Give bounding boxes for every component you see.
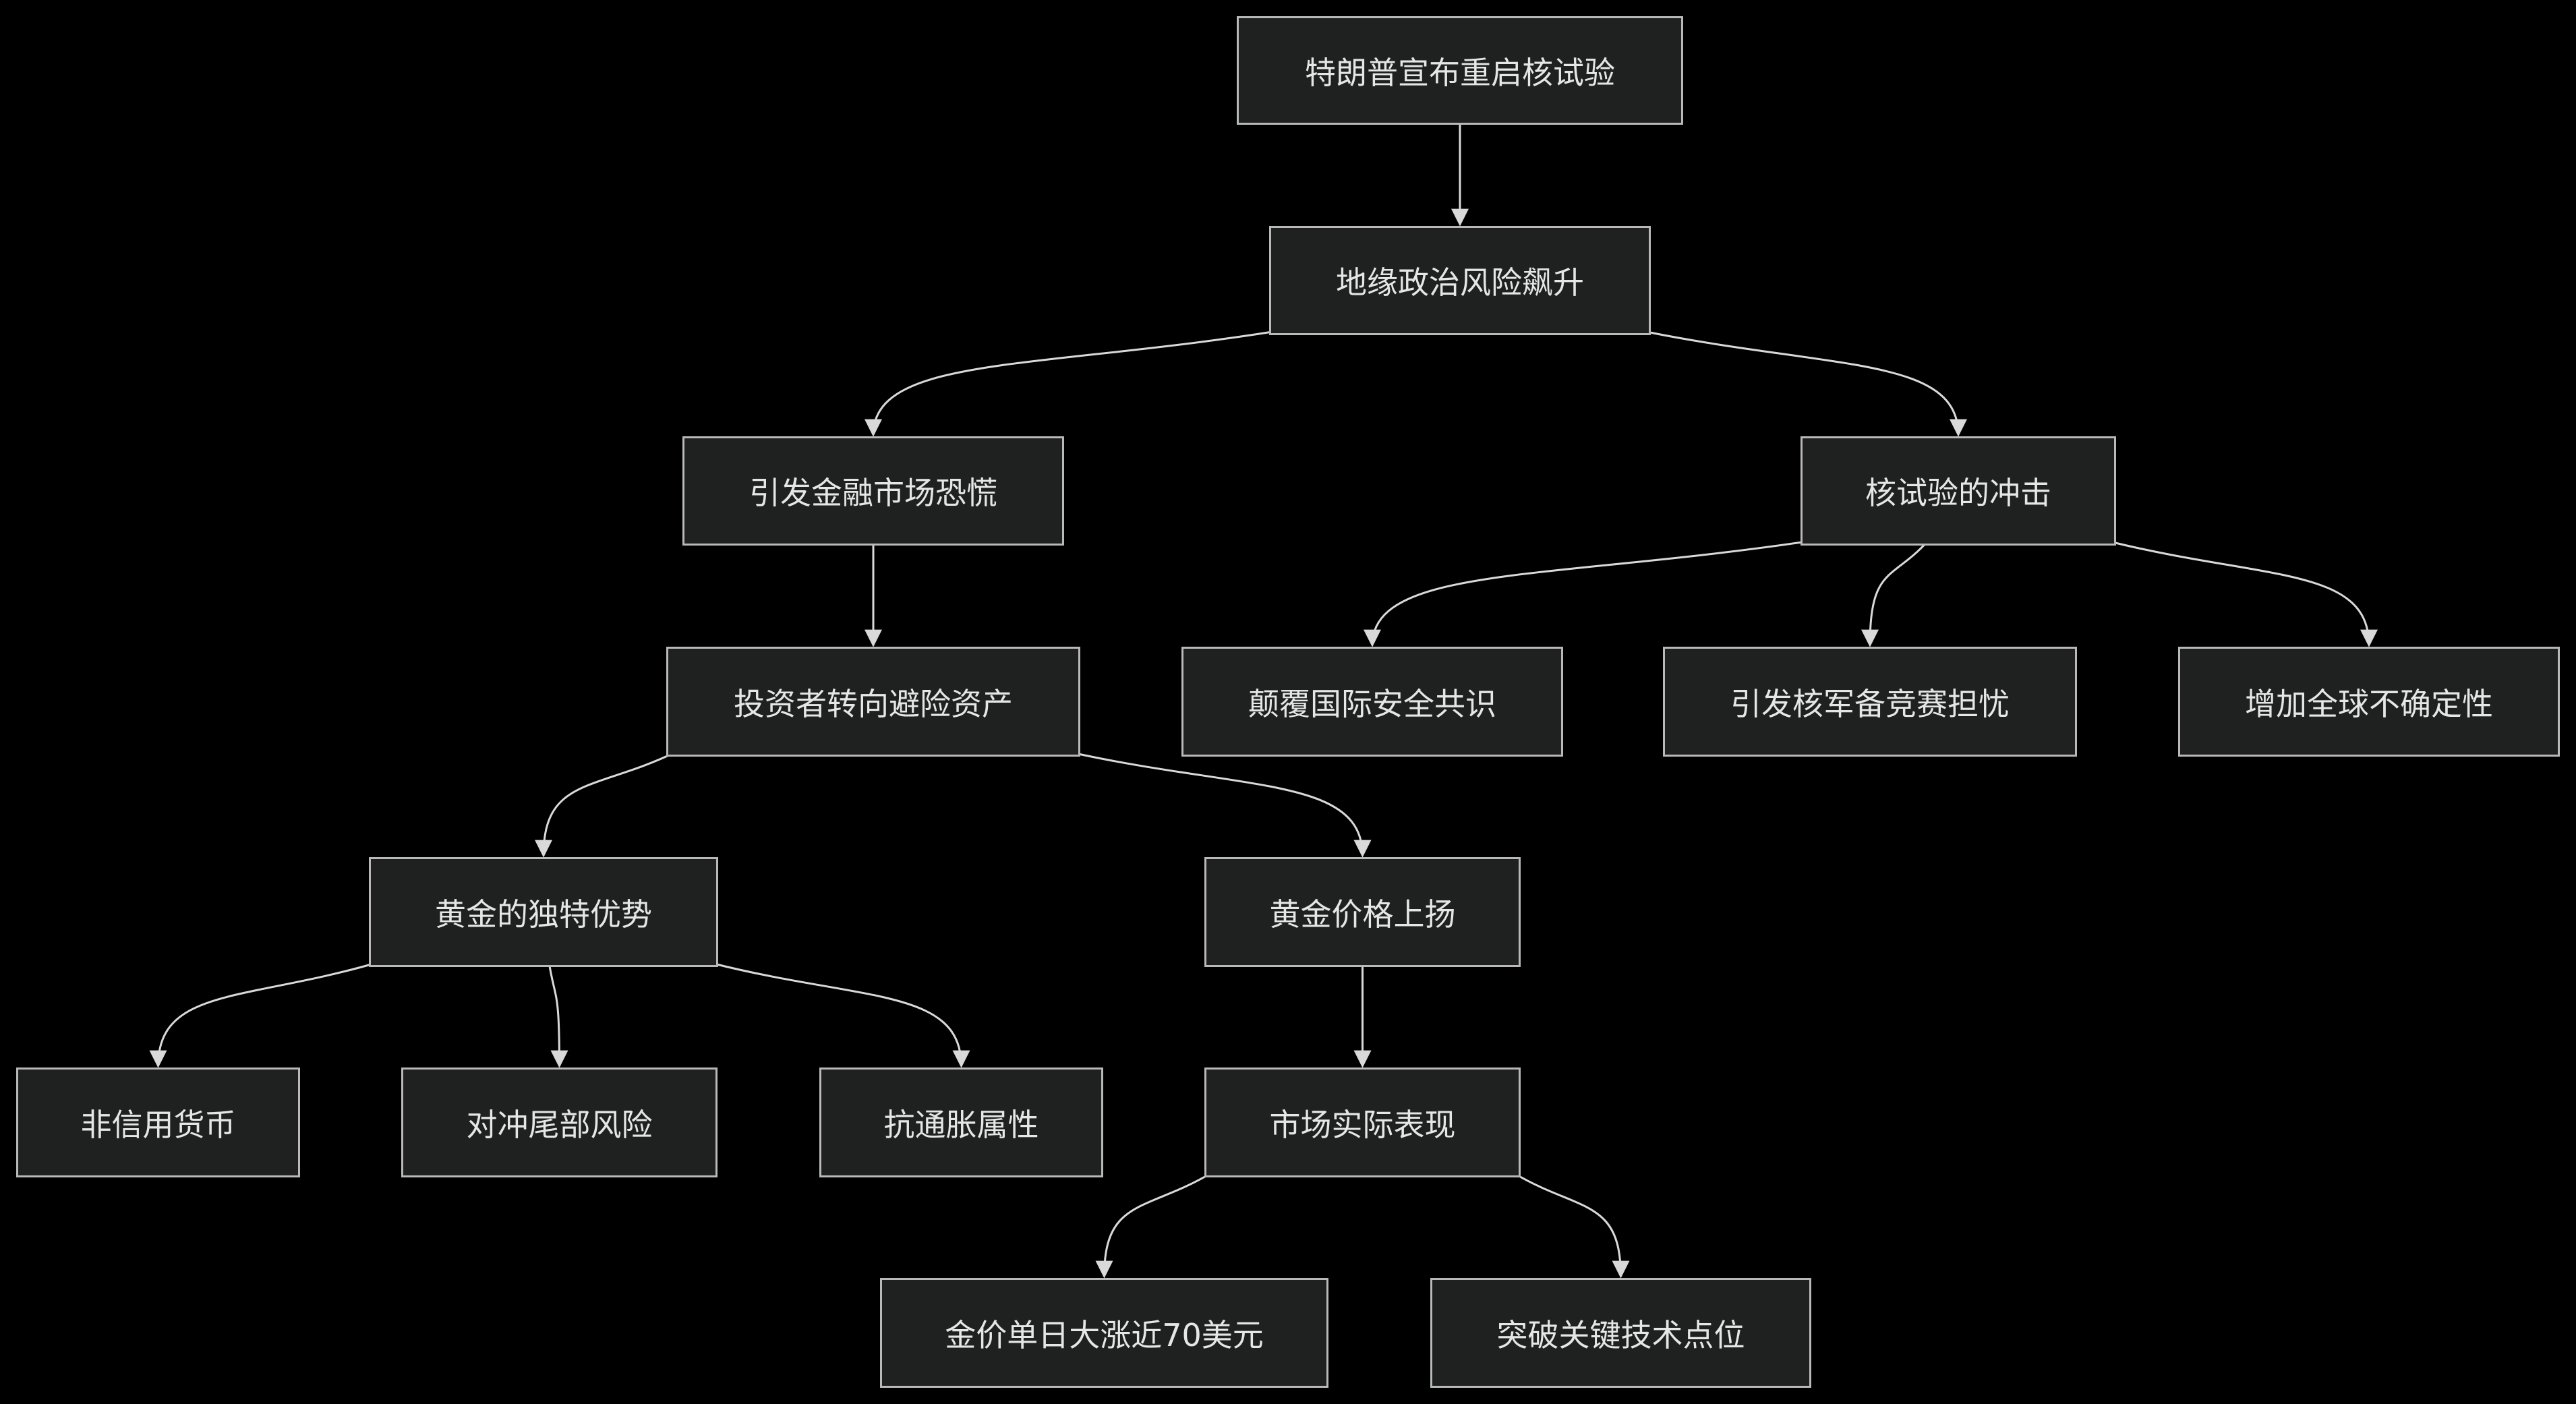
edge-n5-to-n10	[1072, 751, 1372, 858]
node-gold-daily-rise: 金价单日大涨近70美元	[880, 1278, 1328, 1388]
node-gold-unique-advantages: 黄金的独特优势	[369, 857, 718, 967]
node-gold-price-rises: 黄金价格上扬	[1204, 857, 1521, 967]
node-nuclear-arms-race-fears: 引发核军备竞赛担忧	[1663, 647, 2077, 757]
edge-n9-to-n11	[149, 962, 376, 1068]
node-market-performance: 市场实际表现	[1204, 1067, 1521, 1177]
node-geopolitical-risk-soars: 地缘政治风险飙升	[1269, 226, 1651, 335]
node-overturn-security-consensus: 颠覆国际安全共识	[1181, 647, 1563, 757]
node-trump-announces-nuclear-test: 特朗普宣布重启核试验	[1237, 16, 1683, 125]
edge-n9-to-n13	[711, 962, 970, 1068]
edge-n5-to-n9	[535, 751, 675, 858]
node-break-key-level: 突破关键技术点位	[1430, 1278, 1811, 1388]
node-nuclear-test-impact: 核试验的冲击	[1801, 436, 2116, 546]
node-anti-inflation: 抗通胀属性	[819, 1067, 1103, 1177]
edge-n14-to-n16	[1513, 1172, 1630, 1279]
edge-n2-to-n4	[1643, 330, 1967, 437]
edge-n4-to-n6	[1364, 540, 1807, 647]
edge-n2-to-n3	[865, 330, 1277, 437]
node-investors-turn-to-safe-assets: 投资者转向避险资产	[666, 647, 1080, 757]
node-financial-market-panic: 引发金融市场恐慌	[682, 436, 1064, 546]
node-hedge-tail-risk: 对冲尾部风险	[401, 1067, 718, 1177]
edge-n4-to-n7	[1861, 540, 1929, 647]
node-non-credit-currency: 非信用货币	[16, 1067, 300, 1177]
edge-n9-to-n12	[548, 962, 568, 1068]
edge-n4-to-n8	[2109, 540, 2378, 647]
edge-n14-to-n15	[1095, 1172, 1212, 1279]
node-global-uncertainty: 增加全球不确定性	[2178, 647, 2560, 757]
